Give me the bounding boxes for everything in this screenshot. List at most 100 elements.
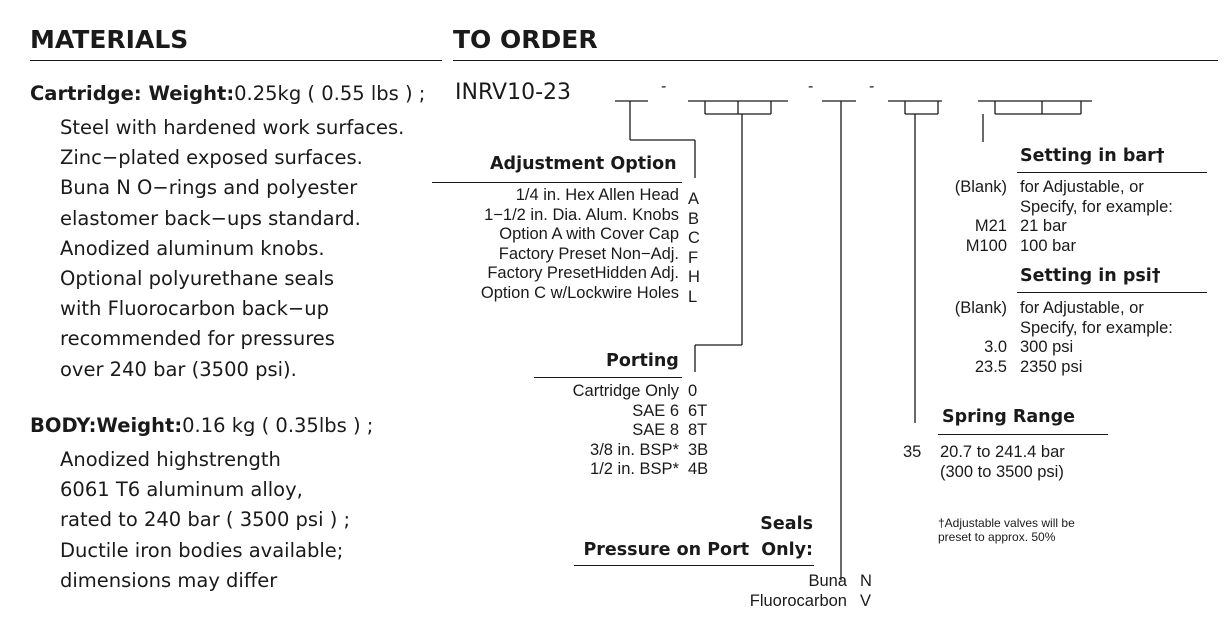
setting-bar-descriptions: for Adjustable, or Specify, for example:…: [1020, 178, 1173, 256]
cartridge-line: recommended for pressures: [60, 327, 335, 351]
adjustment-option-code: A: [688, 190, 700, 208]
setting-psi-desc: 300 psi: [1020, 338, 1074, 357]
setting-bar-code: ​: [955, 198, 1007, 218]
spring-range-rule: [938, 434, 1108, 435]
adjustment-option-label: 1/4 in. Hex Allen Head: [515, 186, 679, 204]
porting-label: 1/2 in. BSP*: [590, 460, 679, 479]
porting-code: 8T: [688, 421, 708, 440]
setting-psi-code: 3.0: [984, 338, 1007, 357]
body-label: BODY:Weight:: [30, 414, 183, 437]
to-order-heading: TO ORDER: [453, 25, 598, 54]
code-separator-dash: -: [869, 78, 875, 95]
spring-range-psi: (300 to 3500 psi): [940, 462, 1064, 481]
setting-psi-desc: 2350 psi: [1020, 357, 1083, 376]
porting-code: 0: [688, 382, 698, 400]
porting-label: Cartridge Only: [572, 382, 679, 400]
body-description: Anodized highstrength 6061 T6 aluminum a…: [60, 445, 350, 596]
setting-psi-title: Setting in psi†: [1020, 266, 1161, 286]
porting-label: SAE 6: [632, 401, 679, 420]
body-line: 6061 T6 aluminum alloy,: [60, 478, 303, 502]
porting-code: 6T: [688, 401, 708, 420]
adjustment-option-code: H: [688, 268, 700, 287]
body-line: dimensions may differ: [60, 568, 278, 592]
seals-code: N: [860, 572, 872, 590]
setting-bar-code: (Blank): [954, 178, 1007, 196]
adjustment-option-label: Factory PresetHidden Adj.: [487, 264, 679, 283]
porting-labels: Cartridge Only SAE 6 SAE 8 3/8 in. BSP* …: [573, 382, 679, 480]
cartridge-line: elastomer back−ups standard.: [60, 206, 361, 230]
setting-psi-code: ​: [955, 319, 1007, 339]
adjustment-option-label: Factory Preset Non−Adj.: [498, 244, 679, 263]
materials-heading: MATERIALS: [30, 25, 189, 54]
adjustment-option-code: C: [688, 229, 700, 248]
setting-psi-code: (Blank): [954, 299, 1007, 317]
porting-label: SAE 8: [632, 421, 679, 440]
setting-bar-rule: [1017, 172, 1207, 173]
setting-psi-desc: Specify, for example:: [1020, 318, 1173, 337]
cartridge-line: Zinc−plated exposed surfaces.: [60, 146, 363, 170]
cartridge-description: Steel with hardened work surfaces. Zinc−…: [60, 113, 404, 385]
seals-code: V: [860, 591, 872, 610]
setting-psi-descriptions: for Adjustable, or Specify, for example:…: [1020, 299, 1173, 377]
cartridge-line: Anodized aluminum knobs.: [60, 236, 325, 260]
porting-code: 4B: [688, 460, 709, 479]
body-line: rated to 240 bar ( 3500 psi ) ;: [60, 508, 351, 532]
adjustment-option-title: Adjustment Option: [490, 154, 677, 174]
setting-bar-desc: 100 bar: [1020, 236, 1076, 255]
setting-bar-codes: (Blank) ​ M21 M100: [955, 178, 1007, 256]
adjustment-option-code: B: [688, 209, 700, 228]
porting-codes: 0 6T 8T 3B 4B: [688, 382, 708, 480]
to-order-heading-rule: [453, 60, 1218, 61]
porting-label: 3/8 in. BSP*: [590, 440, 679, 459]
porting-code: 3B: [688, 440, 709, 459]
setting-bar-desc: Specify, for example:: [1020, 197, 1173, 216]
model-code: INRV10-23: [455, 80, 572, 105]
setting-psi-desc: for Adjustable, or: [1020, 299, 1144, 317]
seals-labels: Buna Fluorocarbon: [750, 572, 847, 611]
porting-rule: [534, 377, 682, 378]
cartridge-line: Optional polyurethane seals: [60, 267, 335, 291]
adjustment-option-code: F: [688, 248, 699, 267]
spring-range-code: 35: [903, 443, 922, 461]
footnote-line: preset to approx. 50%: [938, 530, 1056, 544]
seals-rule: [574, 565, 814, 566]
seals-label: Buna: [808, 572, 847, 590]
spring-range-title: Spring Range: [942, 407, 1075, 427]
setting-bar-desc: for Adjustable, or: [1020, 178, 1144, 196]
setting-psi-rule: [1017, 292, 1207, 293]
materials-heading-rule: [30, 60, 442, 61]
adjustment-option-label: 1−1/2 in. Dia. Alum. Knobs: [484, 205, 679, 224]
setting-psi-codes: (Blank) ​ 3.0 23.5: [955, 299, 1007, 377]
adjustment-option-rule: [432, 182, 682, 183]
cartridge-weight: 0.25kg ( 0.55 lbs ) ;: [234, 82, 426, 105]
seals-subtitle: Pressure on Port Only:: [583, 540, 813, 560]
setting-bar-code: M21: [974, 217, 1007, 236]
adjustment-option-code: L: [688, 287, 698, 306]
adjustment-option-label: Option C w/Lockwire Holes: [480, 283, 679, 302]
cartridge-line: with Fluorocarbon back−up: [60, 297, 329, 321]
adjustment-option-label: Option A with Cover Cap: [499, 225, 679, 244]
cartridge-line: Steel with hardened work surfaces.: [60, 116, 405, 139]
spring-range-values: 20.7 to 241.4 bar (300 to 3500 psi): [940, 443, 1065, 482]
adjustment-option-labels: 1/4 in. Hex Allen Head 1−1/2 in. Dia. Al…: [481, 186, 679, 304]
body-line: Ductile iron bodies available;: [60, 538, 344, 562]
footnote-line: †Adjustable valves will be: [938, 516, 1075, 530]
code-separator-dash: -: [661, 78, 667, 95]
cartridge-line: Buna N O−rings and polyester: [60, 176, 358, 200]
setting-bar-code: M100: [965, 236, 1007, 255]
seals-label: Fluorocarbon: [749, 591, 847, 610]
code-separator-dash: -: [808, 78, 814, 95]
adjustment-option-codes: A B C F H L: [688, 190, 700, 308]
body-weight-line: BODY:Weight:0.16 kg ( 0.35lbs ) ;: [30, 414, 373, 437]
seals-codes: N V: [860, 572, 872, 611]
porting-title: Porting: [606, 351, 679, 371]
setting-psi-code: 23.5: [974, 357, 1007, 376]
cartridge-line: over 240 bar (3500 psi).: [60, 357, 297, 381]
body-weight: 0.16 kg ( 0.35lbs ) ;: [182, 414, 374, 437]
cartridge-label: Cartridge: Weight:: [30, 82, 235, 105]
setting-bar-title: Setting in bar†: [1020, 146, 1165, 166]
cartridge-weight-line: Cartridge: Weight:0.25kg ( 0.55 lbs ) ;: [30, 82, 425, 105]
seals-title: Seals: [760, 514, 813, 534]
body-line: Anodized highstrength: [60, 448, 281, 471]
